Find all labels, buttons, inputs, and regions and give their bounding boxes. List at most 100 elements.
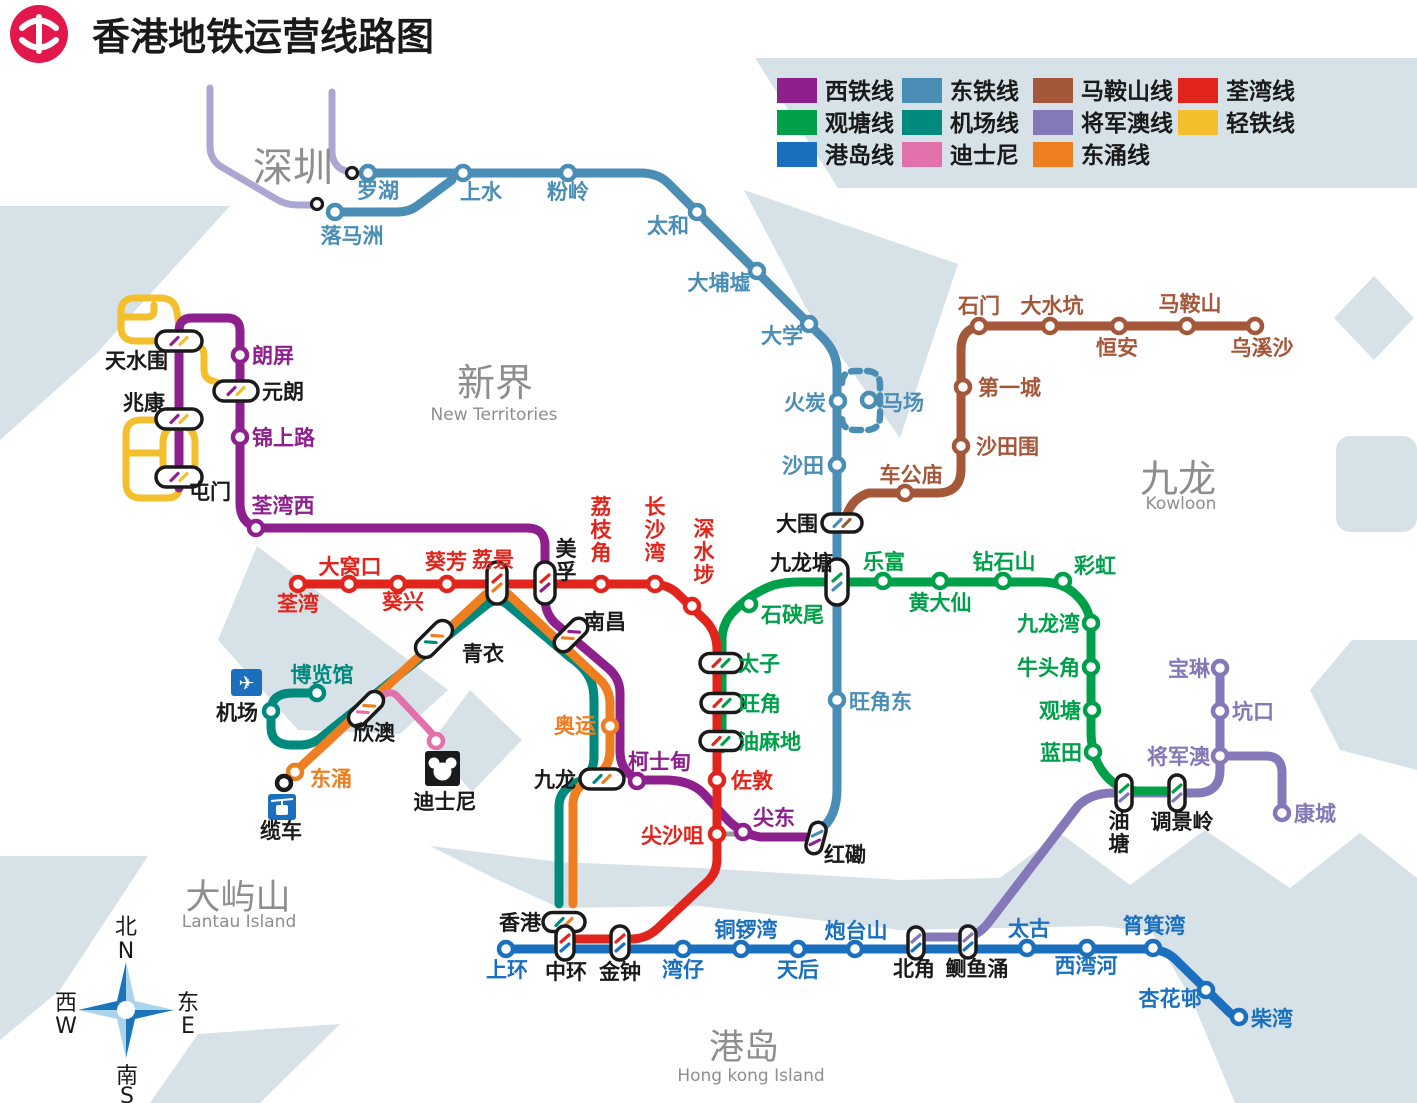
station-label-荔景: 荔景 — [472, 548, 514, 572]
station-label-佐敦: 佐敦 — [730, 769, 774, 793]
station-marker — [1229, 1007, 1249, 1027]
legend-item-轻铁线: 轻铁线 — [1178, 110, 1295, 137]
pill-stripe — [841, 517, 852, 529]
station-label-缆车: 缆车 — [260, 819, 302, 843]
pill-shape — [698, 729, 744, 753]
station-美孚 — [533, 560, 557, 606]
pill-shape — [154, 329, 204, 353]
legend: 西铁线东铁线马鞍山线荃湾线观塘线机场线将军澳线轻铁线港岛线迪士尼东涌线 — [777, 78, 1295, 169]
pill-stripe — [721, 697, 732, 709]
station-天水围 — [154, 329, 204, 353]
compass-arm — [117, 962, 126, 1010]
interchange-pill — [820, 512, 864, 534]
station-marker — [325, 202, 345, 222]
station-label-筲箕湾: 筲箕湾 — [1123, 914, 1186, 938]
station-marker — [1245, 316, 1265, 336]
station-marker — [1210, 701, 1230, 721]
pill-stripe — [178, 335, 189, 347]
station-label-炮台山: 炮台山 — [825, 919, 888, 943]
station-label-罗湖: 罗湖 — [357, 179, 399, 203]
legend-swatch — [1033, 78, 1073, 103]
station-九龙塘 — [824, 557, 850, 607]
station-车公庙 — [895, 483, 915, 503]
pill-stripe — [592, 773, 603, 785]
station-label-石门: 石门 — [957, 294, 1000, 318]
pill-stripe — [601, 773, 612, 785]
station-天后 — [788, 939, 808, 959]
station-沙田 — [827, 455, 847, 475]
station-marker — [645, 574, 665, 594]
station-鲗鱼涌 — [958, 924, 978, 960]
icons-layer: ✈ — [231, 669, 460, 820]
station-marker — [1083, 742, 1103, 762]
station-label-荃湾西: 荃湾西 — [252, 494, 315, 518]
region-label-新界: 新界 — [457, 361, 533, 405]
cablecar-icon — [268, 794, 296, 820]
station-label-东涌: 东涌 — [310, 767, 352, 791]
station-marker — [1017, 938, 1037, 958]
station-荃湾西 — [246, 518, 266, 538]
station-marker — [845, 939, 865, 959]
pill-shape — [958, 924, 978, 960]
station-湾仔 — [673, 939, 693, 959]
station-marker — [859, 390, 879, 410]
pill-shape — [485, 560, 509, 606]
pill-shape — [699, 691, 745, 715]
legend-label: 将军澳线 — [1081, 110, 1173, 137]
water-deep-bay — [0, 206, 230, 440]
line-tseung-kwan-o-branch — [1216, 751, 1287, 817]
station-边境口岸-落马洲 — [309, 196, 325, 212]
station-佐敦 — [707, 770, 727, 790]
line-shenzhen-link-lokmachau — [206, 84, 316, 209]
station-label-油塘: 油 — [1109, 809, 1130, 833]
mickey-ear — [428, 757, 440, 769]
station-西湾河 — [1077, 938, 1097, 958]
station-红磡 — [804, 820, 828, 856]
station-label-杏花邨: 杏花邨 — [1139, 987, 1202, 1011]
pill-stripe — [910, 942, 922, 953]
station-marker — [1053, 571, 1073, 591]
station-label-北角: 北角 — [893, 957, 935, 981]
compass-arm — [126, 1010, 135, 1058]
station-label-深水埗: 深 — [694, 517, 715, 541]
pill-stripe — [362, 703, 377, 708]
station-label-车公庙: 车公庙 — [880, 463, 943, 487]
station-荔枝角 — [591, 574, 611, 594]
legend-swatch — [777, 110, 817, 135]
pill-stripe — [169, 471, 180, 483]
station-marker — [951, 436, 971, 456]
line-west-rail-line — [174, 313, 811, 842]
legend-item-港岛线: 港岛线 — [777, 142, 894, 169]
water-lantau-south — [150, 1024, 340, 1103]
water-victoria-harbour — [430, 830, 1417, 1103]
page-title: 香港地铁运营线路图 — [92, 15, 434, 59]
pill-stripe — [962, 941, 974, 952]
interchange-pill — [958, 924, 978, 960]
line-racecourse-loop — [838, 367, 884, 434]
station-上环 — [496, 939, 516, 959]
legend-label: 迪士尼 — [950, 143, 1019, 169]
station-九龙 — [578, 767, 626, 791]
station-乐富 — [873, 571, 893, 591]
pill-stripe — [567, 629, 582, 634]
pill-stripe — [832, 517, 843, 529]
legend-label: 观塘线 — [825, 110, 894, 137]
station-label-太古: 太古 — [1008, 917, 1050, 941]
legend-label: 轻铁线 — [1226, 110, 1295, 137]
station-marker — [274, 773, 294, 793]
region-label-New Territories: New Territories — [431, 405, 558, 425]
region-label-Hong kong Island: Hong kong Island — [677, 1066, 824, 1086]
station-marker — [426, 731, 446, 751]
legend-swatch — [1033, 110, 1073, 135]
pill-shape — [552, 616, 590, 654]
water-sw-corner — [0, 856, 148, 1040]
legend-label: 东涌线 — [1081, 142, 1150, 169]
station-label-沙田围: 沙田围 — [976, 435, 1039, 459]
pill-stripe — [712, 697, 723, 709]
station-label-大围: 大围 — [776, 512, 818, 536]
compass-arm — [78, 1010, 126, 1019]
legend-label: 机场线 — [950, 110, 1019, 137]
interchange-pill — [346, 689, 386, 729]
mickey-icon — [425, 751, 460, 786]
